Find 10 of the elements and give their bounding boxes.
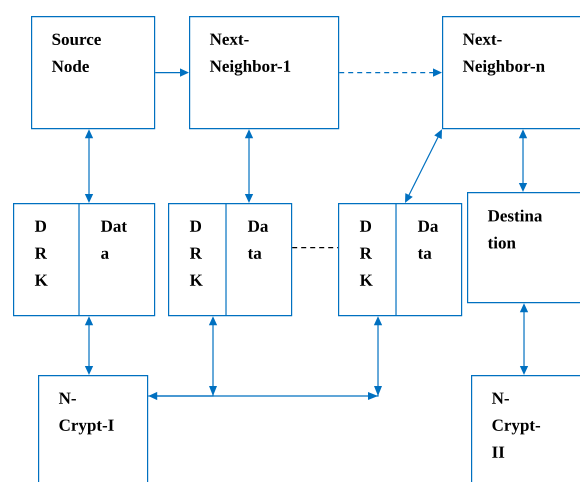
node-box: D R K Da ta [338,203,462,316]
node-box: D R K Dat a [13,203,156,316]
node-box: Source Node [31,16,156,130]
node-box: N- Crypt-I [38,375,148,482]
node-box: N- Crypt- II [471,375,580,482]
node-box: D R K Da ta [168,203,292,316]
node-box: Next- Neighbor-1 [189,16,340,130]
node-box: Next- Neighbor-n [442,16,580,130]
dashed-line [292,247,338,248]
node-box: Destina tion [467,192,580,304]
